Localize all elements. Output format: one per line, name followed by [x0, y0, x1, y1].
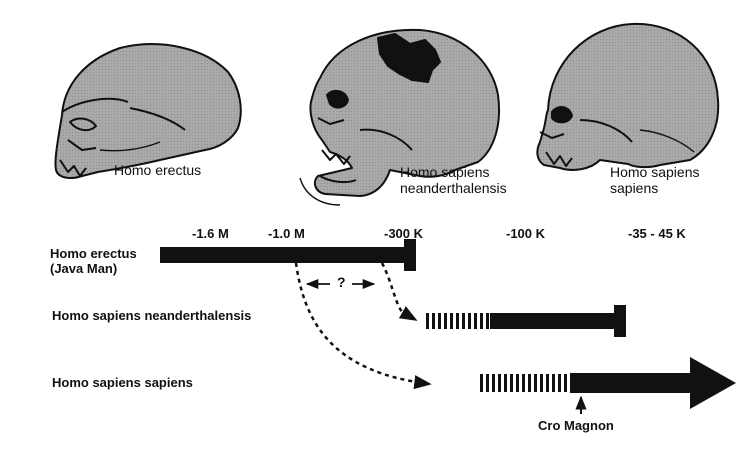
dotted-arrow-to-sapiens — [294, 262, 432, 390]
bar-neanderthal-hatched — [426, 313, 489, 329]
bar-erectus-end-cap — [404, 239, 416, 271]
species-label-erectus-line2: (Java Man) — [50, 261, 118, 276]
skull-label-sapiens-line1: Homo sapiens — [610, 164, 700, 180]
species-label-erectus-line1: Homo erectus — [50, 246, 137, 261]
bar-sapiens-arrow — [570, 357, 736, 409]
cro-magnon-label: Cro Magnon — [538, 418, 614, 433]
skull-label-neanderthal-line1: Homo sapiens — [400, 164, 490, 180]
skull-homo-sapiens — [536, 22, 720, 171]
bar-neanderthal-end-cap — [614, 305, 626, 337]
skull-label-erectus: Homo erectus — [114, 162, 201, 178]
tick-label: -1.0 M — [268, 226, 305, 241]
bar-sapiens-hatched — [480, 374, 567, 392]
tick-label: -300 K — [384, 226, 424, 241]
species-label-sapiens-line1: Homo sapiens sapiens — [52, 375, 193, 390]
skull-neanderthal — [299, 28, 500, 206]
species-label-erectus: Homo erectus (Java Man) — [50, 246, 137, 276]
skull-label-neanderthal-line2: neanderthalensis — [400, 180, 507, 196]
tick-label: -100 K — [506, 226, 546, 241]
species-label-neanderthal: Homo sapiens neanderthalensis — [52, 308, 251, 323]
species-label-sapiens: Homo sapiens sapiens — [52, 375, 193, 390]
species-label-neanderthal-line1: Homo sapiens neanderthalensis — [52, 308, 252, 323]
bar-neanderthal — [490, 313, 620, 329]
skull-homo-erectus — [54, 43, 242, 179]
tick-label: -35 - 45 K — [628, 226, 686, 241]
skull-label-neanderthal: Homo sapiens neanderthalensis — [400, 164, 507, 196]
bar-erectus — [160, 247, 410, 263]
skull-label-sapiens-line2: sapiens — [610, 180, 659, 196]
skull-label-sapiens: Homo sapiens sapiens — [610, 164, 700, 196]
dotted-arrow-to-neanderthal — [380, 262, 418, 322]
tick-label: -1.6 M — [192, 226, 229, 241]
uncertainty-question-mark: ? — [337, 274, 346, 290]
skull-label-erectus-line1: Homo erectus — [114, 162, 202, 178]
